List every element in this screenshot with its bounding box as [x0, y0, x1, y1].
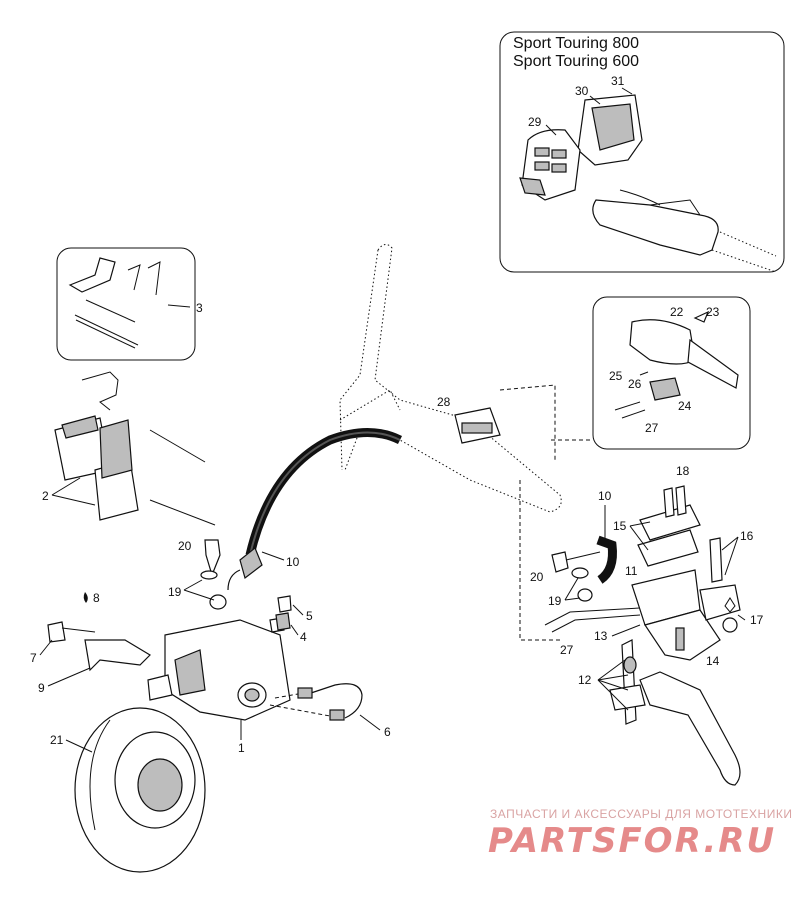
master-cylinder	[631, 485, 741, 661]
callout-29: 29	[528, 115, 542, 129]
brake-pads	[54, 371, 216, 526]
callout-6: 6	[384, 725, 391, 739]
bleeder-cap	[277, 595, 292, 613]
callout-27-top: 27	[645, 421, 659, 435]
watermark: ЗАПЧАСТИ И АКСЕССУАРЫ ДЛЯ МОТОТЕХНИКИ PA…	[488, 807, 792, 861]
banjo-bolt-left	[200, 539, 227, 610]
callout-31: 31	[611, 74, 625, 88]
callout-26: 26	[628, 377, 642, 391]
callout-24: 24	[678, 399, 692, 413]
inset-handlebar-illustration	[592, 189, 777, 273]
callout-10-left: 10	[286, 555, 300, 569]
callout-11: 11	[625, 564, 638, 578]
grease-drop-icon	[83, 592, 88, 603]
connector-28	[454, 407, 501, 444]
switch-housing-illustration	[519, 87, 643, 201]
callout-9: 9	[38, 681, 45, 695]
watermark-subtitle: ЗАПЧАСТИ И АКСЕССУАРЫ ДЛЯ МОТОТЕХНИКИ	[490, 807, 792, 821]
callout-18: 18	[676, 464, 690, 478]
callout-23: 23	[706, 305, 720, 319]
spring-tool-icon	[68, 257, 116, 293]
callout-8: 8	[93, 591, 100, 605]
callout-2: 2	[42, 489, 49, 503]
callout-5: 5	[306, 609, 313, 623]
diamond-icon	[724, 597, 736, 613]
callout-4: 4	[300, 630, 307, 644]
callout-15: 15	[613, 519, 627, 533]
callout-25: 25	[609, 369, 623, 383]
callout-17: 17	[750, 613, 764, 627]
callout-27-bottom: 27	[560, 643, 574, 657]
brake-line	[269, 683, 363, 721]
inset-sport-touring: Sport Touring 800 Sport Touring 600 31 3…	[499, 31, 785, 273]
inset-title-line2: Sport Touring 600	[513, 53, 639, 70]
watermark-logo: PARTSFOR.RU	[488, 821, 776, 861]
callout-22: 22	[670, 305, 684, 319]
callout-30: 30	[575, 84, 589, 98]
bracket-bolt	[47, 621, 151, 672]
callout-20-left: 20	[178, 539, 192, 553]
callout-16: 16	[740, 529, 754, 543]
callout-28: 28	[437, 395, 451, 409]
banjo-bolt-right	[551, 551, 569, 573]
brake-lever	[609, 639, 741, 786]
inset-title-line1: Sport Touring 800	[513, 35, 639, 52]
brake-caliper	[147, 617, 291, 721]
callout-14: 14	[706, 654, 720, 668]
callout-13: 13	[594, 629, 608, 643]
bleeder-screw	[275, 612, 291, 631]
inset-throttle	[592, 296, 751, 450]
brake-hose	[227, 428, 403, 591]
inset-tools	[56, 247, 196, 361]
brake-disc	[74, 707, 206, 873]
callout-21: 21	[50, 733, 64, 747]
callout-7: 7	[30, 651, 37, 665]
callout-19-right: 19	[548, 594, 562, 608]
callout-20-right: 20	[530, 570, 544, 584]
callout-1: 1	[238, 741, 245, 755]
callout-19-left: 19	[168, 585, 182, 599]
pin-tool-icon	[85, 299, 136, 323]
callout-12: 12	[578, 673, 592, 687]
callout-10-right: 10	[598, 489, 612, 503]
callout-3: 3	[196, 301, 203, 315]
